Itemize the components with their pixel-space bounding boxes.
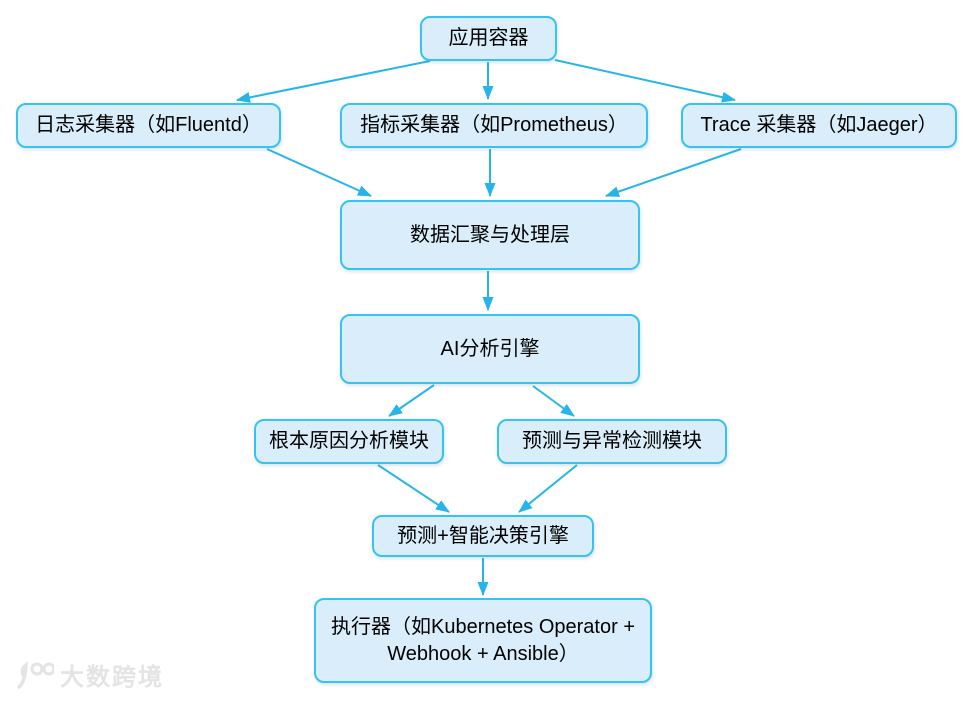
- node-executor-label: 执行器（如Kubernetes Operator + Webhook + Ans…: [330, 615, 635, 665]
- node-decision-engine-label: 预测+智能决策引擎: [397, 524, 569, 547]
- edge-anomaly-to-decision: [518, 464, 578, 513]
- node-data-aggregation-layer: 数据汇聚与处理层: [340, 200, 640, 270]
- edge-trace-to-data: [605, 148, 742, 197]
- edge-root-to-decision: [377, 464, 450, 513]
- watermark-logo-icon: [17, 660, 54, 689]
- node-trace-collector: Trace 采集器（如Jaeger）: [681, 103, 957, 148]
- watermark-text: 大数跨境: [60, 664, 164, 691]
- node-log-collector: 日志采集器（如Fluentd）: [16, 103, 281, 148]
- watermark: 大数跨境: [12, 657, 164, 692]
- edge-log-to-data: [266, 148, 372, 197]
- edge-ai-to-anomaly: [532, 385, 575, 417]
- edge-app-to-trace: [554, 59, 736, 103]
- node-anomaly-detection-module-label: 预测与异常检测模块: [522, 430, 702, 452]
- node-root-cause-module: 根本原因分析模块: [254, 419, 444, 464]
- node-root-cause-module-label: 根本原因分析模块: [269, 430, 429, 452]
- node-metric-collector-label: 指标采集器（如Prometheus）: [360, 114, 628, 136]
- node-log-collector-label: 日志采集器（如Fluentd）: [35, 114, 262, 136]
- node-ai-analysis-engine: AI分析引擎: [340, 314, 640, 384]
- node-app-container-label: 应用容器: [448, 27, 529, 49]
- edge-ai-to-root: [388, 384, 435, 417]
- node-executor: 执行器（如Kubernetes Operator + Webhook + Ans…: [314, 598, 652, 683]
- node-decision-engine: 预测+智能决策引擎: [372, 515, 594, 557]
- node-data-aggregation-layer-label: 数据汇聚与处理层: [410, 223, 570, 246]
- node-trace-collector-label: Trace 采集器（如Jaeger）: [700, 114, 938, 136]
- edge-app-to-log: [236, 60, 431, 103]
- node-anomaly-detection-module: 预测与异常检测模块: [497, 419, 727, 464]
- node-app-container: 应用容器: [420, 16, 557, 61]
- node-metric-collector: 指标采集器（如Prometheus）: [340, 103, 648, 148]
- node-ai-analysis-engine-label: AI分析引擎: [440, 337, 540, 360]
